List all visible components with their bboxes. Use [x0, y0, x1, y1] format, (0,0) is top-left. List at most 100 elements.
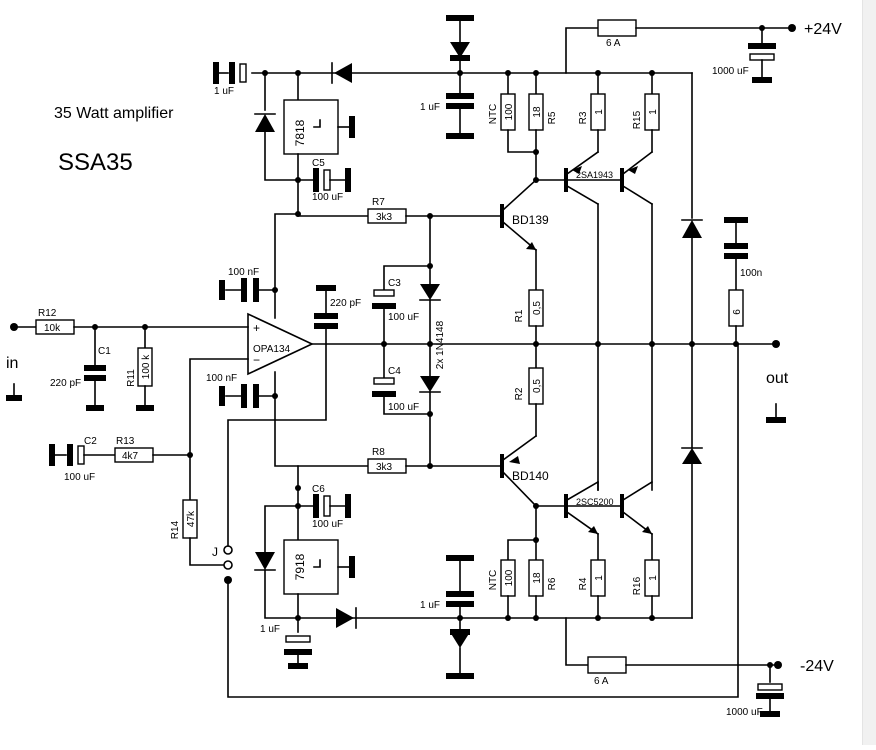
regulator-7818-label: 7818 [293, 119, 307, 146]
fuse-top-label: 6 A [606, 38, 621, 49]
r8-value: 3k3 [376, 462, 393, 473]
bd139-label: BD139 [512, 213, 549, 227]
c2-name: C2 [84, 436, 97, 447]
r1-value: 0,5 [532, 301, 543, 315]
input-section: in R12 10k C1 220 pF 100 k R11 [6, 308, 249, 411]
r4-value: 1 [594, 575, 605, 581]
opamp-plus-pin: + [253, 321, 260, 335]
positive-regulator-section: 1 uF 7818 C5 100 uF [213, 62, 355, 217]
r5-value: 18 [532, 106, 543, 118]
negative-regulator-section: C6 100 uF 7918 1 uF [254, 484, 357, 669]
jumper-pin-bottom[interactable] [224, 576, 232, 584]
bottom-bias-resistors: 100 NTC 18 R6 [488, 503, 567, 621]
rail-cap-top-label: 1 uF [420, 102, 440, 113]
top-bias-resistors: 100 NTC 18 R5 [488, 70, 567, 183]
ntc-bottom-name: NTC [488, 570, 499, 591]
zobel-cap-label: 100n [740, 268, 762, 279]
bias-diodes-label: 2x 1N4148 [435, 320, 446, 369]
c4-name: C4 [388, 366, 401, 377]
r13-value: 4k7 [122, 451, 139, 462]
output-pair-bottom: 1 R4 1 R16 2SC5200 [564, 480, 660, 621]
c1-value: 220 pF [50, 378, 81, 389]
bulk-cap-top-label: 1000 uF [712, 66, 749, 77]
schematic-model: SSA35 [58, 149, 133, 176]
r3-value: 1 [594, 109, 605, 115]
2sc5200-label: 2SC5200 [576, 497, 614, 507]
positive-rail-label: +24V [804, 21, 842, 38]
ntc-top-name: NTC [488, 104, 499, 125]
negative-supply-terminal[interactable] [774, 661, 782, 669]
r13-name: R13 [116, 436, 135, 447]
output-pair-top: 1 R3 1 R15 2SA1943 [564, 70, 660, 491]
zobel-resistor [728, 289, 744, 327]
r15-value: 1 [648, 109, 659, 115]
negative-rail-group: -24V 6 A 1000 uF [297, 617, 834, 718]
opamp-label: OPA134 [253, 344, 290, 355]
c3-value: 100 uF [388, 312, 419, 323]
c5-name: C5 [312, 158, 325, 169]
fuse-bottom [587, 656, 627, 674]
rail-cap-bottom-label: 1 uF [420, 600, 440, 611]
feedback-network: C2 100 uF R13 4k7 47k R14 J 220 pF [49, 285, 739, 698]
in-cap-top-label: 1 uF [214, 86, 234, 97]
flyback-diodes [681, 72, 703, 619]
r6-name: R6 [547, 577, 558, 590]
in-cap-bottom-label: 1 uF [260, 624, 280, 635]
rail-decoupling-bottom: 1 uF [420, 555, 474, 679]
ntc-top-value: 100 [504, 103, 515, 120]
c3-name: C3 [388, 278, 401, 289]
r1-name: R1 [514, 309, 525, 322]
zobel-resistor-value: 6 [732, 309, 743, 315]
schematic-title: 35 Watt amplifier [54, 105, 174, 122]
r4-name: R4 [578, 577, 589, 590]
r16-value: 1 [648, 575, 659, 581]
fuse-bottom-label: 6 A [594, 676, 609, 687]
decoupling-top-label: 100 nF [228, 267, 259, 278]
opamp-supply-section: 100 nF 100 nF [206, 213, 299, 489]
input-label: in [6, 355, 18, 372]
bulk-cap-bottom-label: 1000 uF [726, 707, 763, 718]
c1-name: C1 [98, 346, 111, 357]
2sa1943-label: 2SA1943 [576, 170, 613, 180]
rail-decoupling-top: 1 uF [420, 15, 474, 139]
r7-value: 3k3 [376, 212, 393, 223]
comp-cap-label: 220 pF [330, 298, 361, 309]
regulator-7918-label: 7918 [293, 553, 307, 580]
fuse-top [597, 19, 637, 37]
output-label: out [766, 370, 789, 387]
jumper-label: J [212, 545, 218, 559]
r3-name: R3 [578, 111, 589, 124]
positive-rail-group: +24V 6 A 1000 uF [251, 19, 842, 83]
driver-bd139: BD139 [500, 178, 549, 252]
r11-value: 100 k [141, 354, 152, 379]
r5-name: R5 [547, 111, 558, 124]
negative-rail-label: -24V [800, 658, 834, 675]
r2-name: R2 [514, 387, 525, 400]
jumper-pin-middle[interactable] [223, 560, 233, 570]
amplifier-schematic: 35 Watt amplifier SSA35 +24V 6 A 1000 uF… [6, 15, 842, 718]
opamp-opa134: + − OPA134 [247, 312, 314, 376]
output-terminal[interactable] [772, 340, 780, 348]
page-scrollbar[interactable] [862, 0, 876, 745]
ntc-bottom-value: 100 [504, 569, 515, 586]
zobel-network: 100n 6 out [724, 217, 789, 423]
emitter-resistors: 0,5 R1 0,5 R2 [514, 249, 544, 437]
c5-value: 100 uF [312, 192, 343, 203]
jumper-pin-top[interactable] [223, 545, 233, 555]
r12-name: R12 [38, 308, 57, 319]
r14-value: 47k [186, 510, 197, 527]
c2-value: 100 uF [64, 472, 95, 483]
r14-name: R14 [170, 520, 181, 539]
r6-value: 18 [532, 572, 543, 584]
bd140-label: BD140 [512, 469, 549, 483]
r12-value: 10k [44, 323, 61, 334]
c6-value: 100 uF [312, 519, 343, 530]
r16-name: R16 [632, 576, 643, 595]
c4-value: 100 uF [388, 402, 419, 413]
bias-network: R7 3k3 R8 3k3 2x 1N4148 C3 100 uF C4 [297, 197, 503, 474]
regulator-7818 [283, 99, 339, 155]
positive-supply-terminal[interactable] [788, 24, 796, 32]
r2-value: 0,5 [532, 379, 543, 393]
r11-name: R11 [126, 369, 137, 387]
